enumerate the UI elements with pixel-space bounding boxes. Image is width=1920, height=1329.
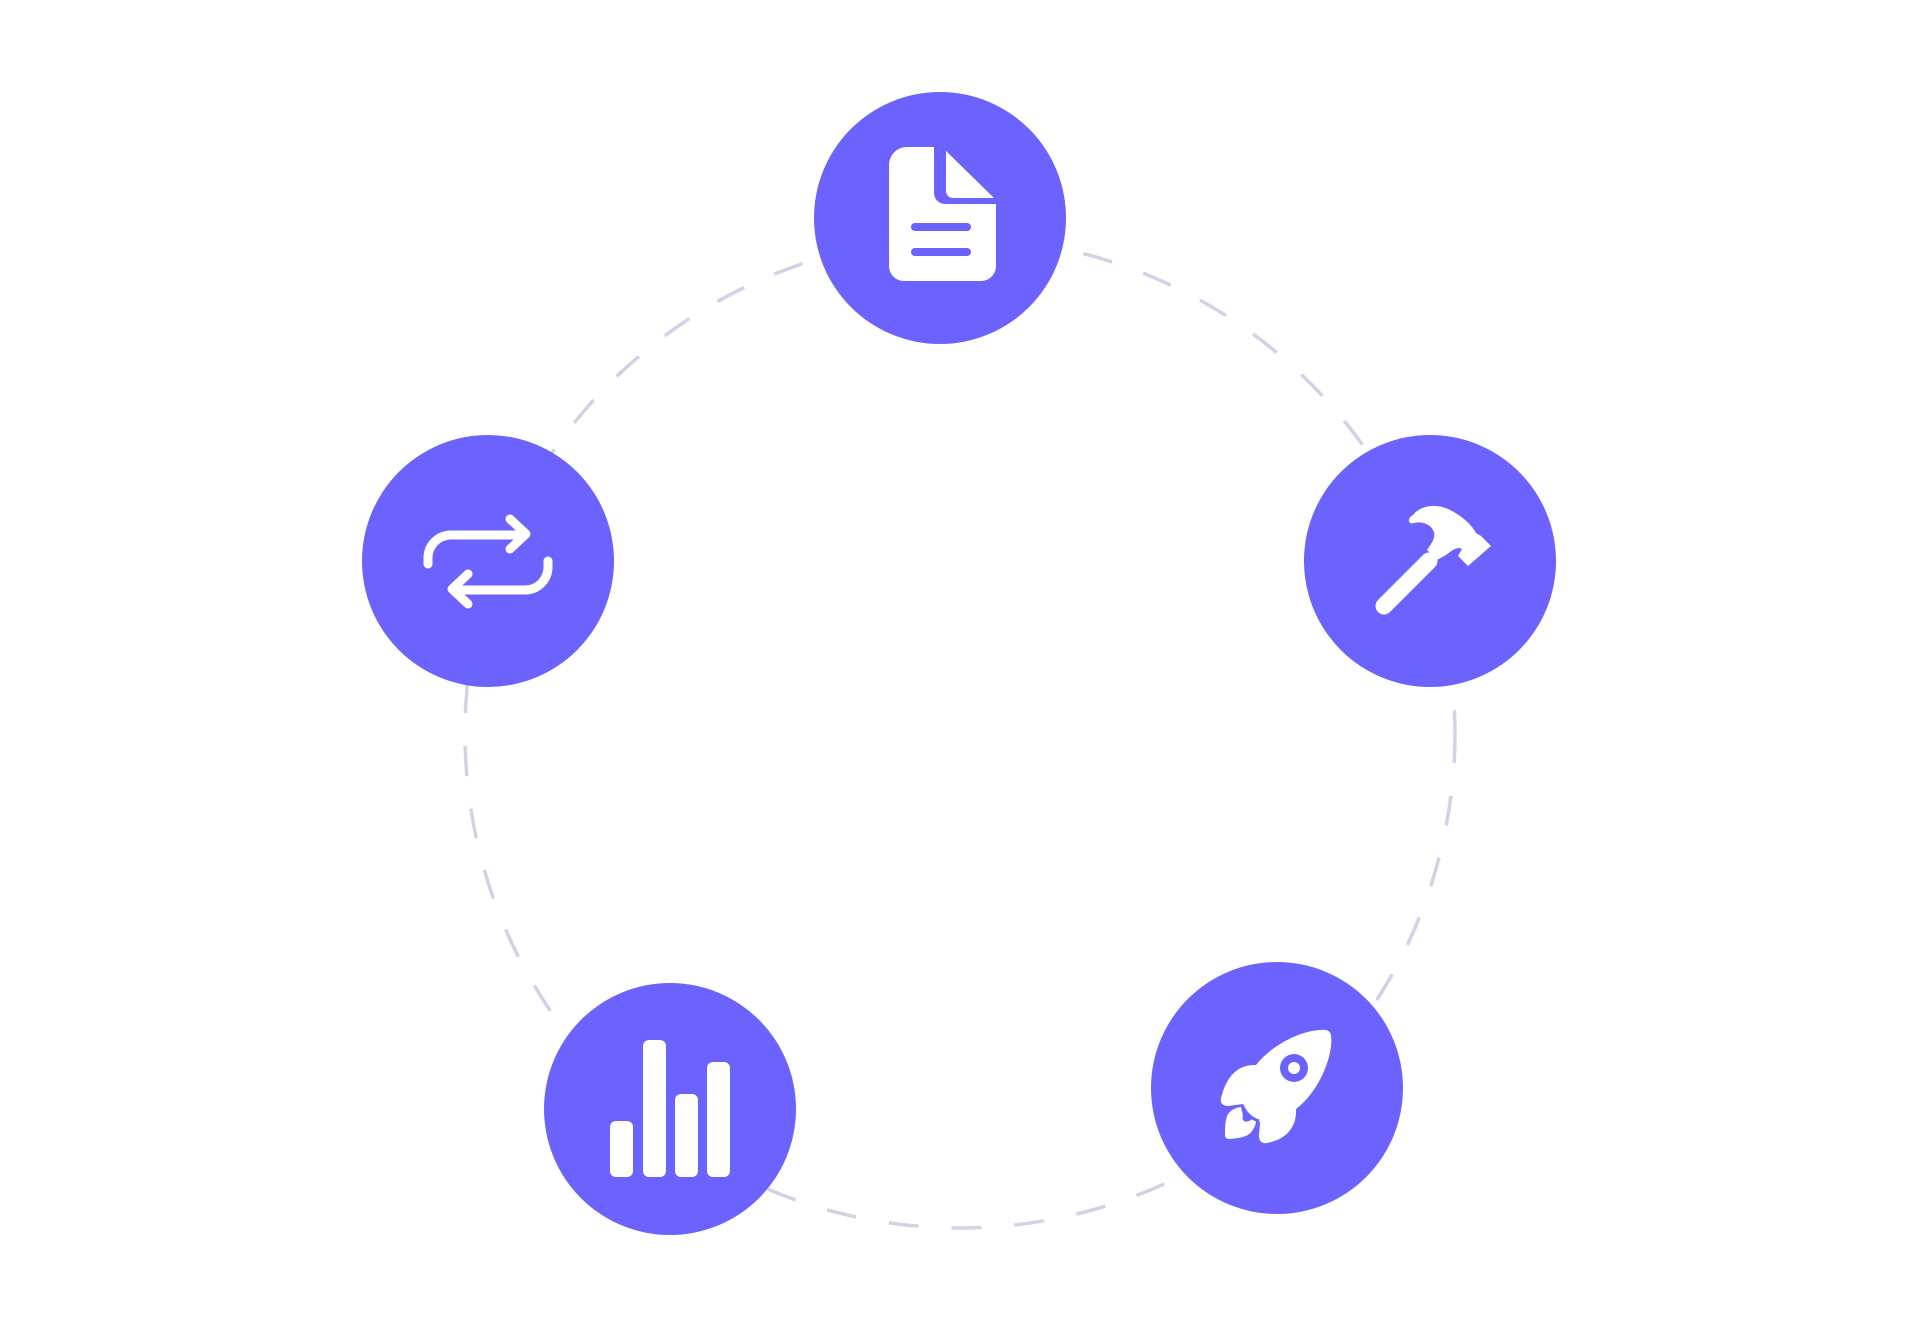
node-build[interactable]	[1304, 435, 1556, 687]
repeat-icon	[423, 514, 553, 609]
node-iterate-circle[interactable]	[362, 435, 614, 687]
hammer-icon	[1375, 505, 1491, 615]
node-launch[interactable]	[1151, 962, 1403, 1214]
node-analytics[interactable]	[544, 983, 796, 1235]
node-analytics-circle[interactable]	[544, 983, 796, 1235]
node-document[interactable]	[814, 92, 1066, 344]
node-iterate[interactable]	[362, 435, 614, 687]
bar-chart-icon	[610, 1040, 730, 1177]
rocket-icon	[1220, 1029, 1332, 1144]
document-icon	[888, 147, 996, 281]
